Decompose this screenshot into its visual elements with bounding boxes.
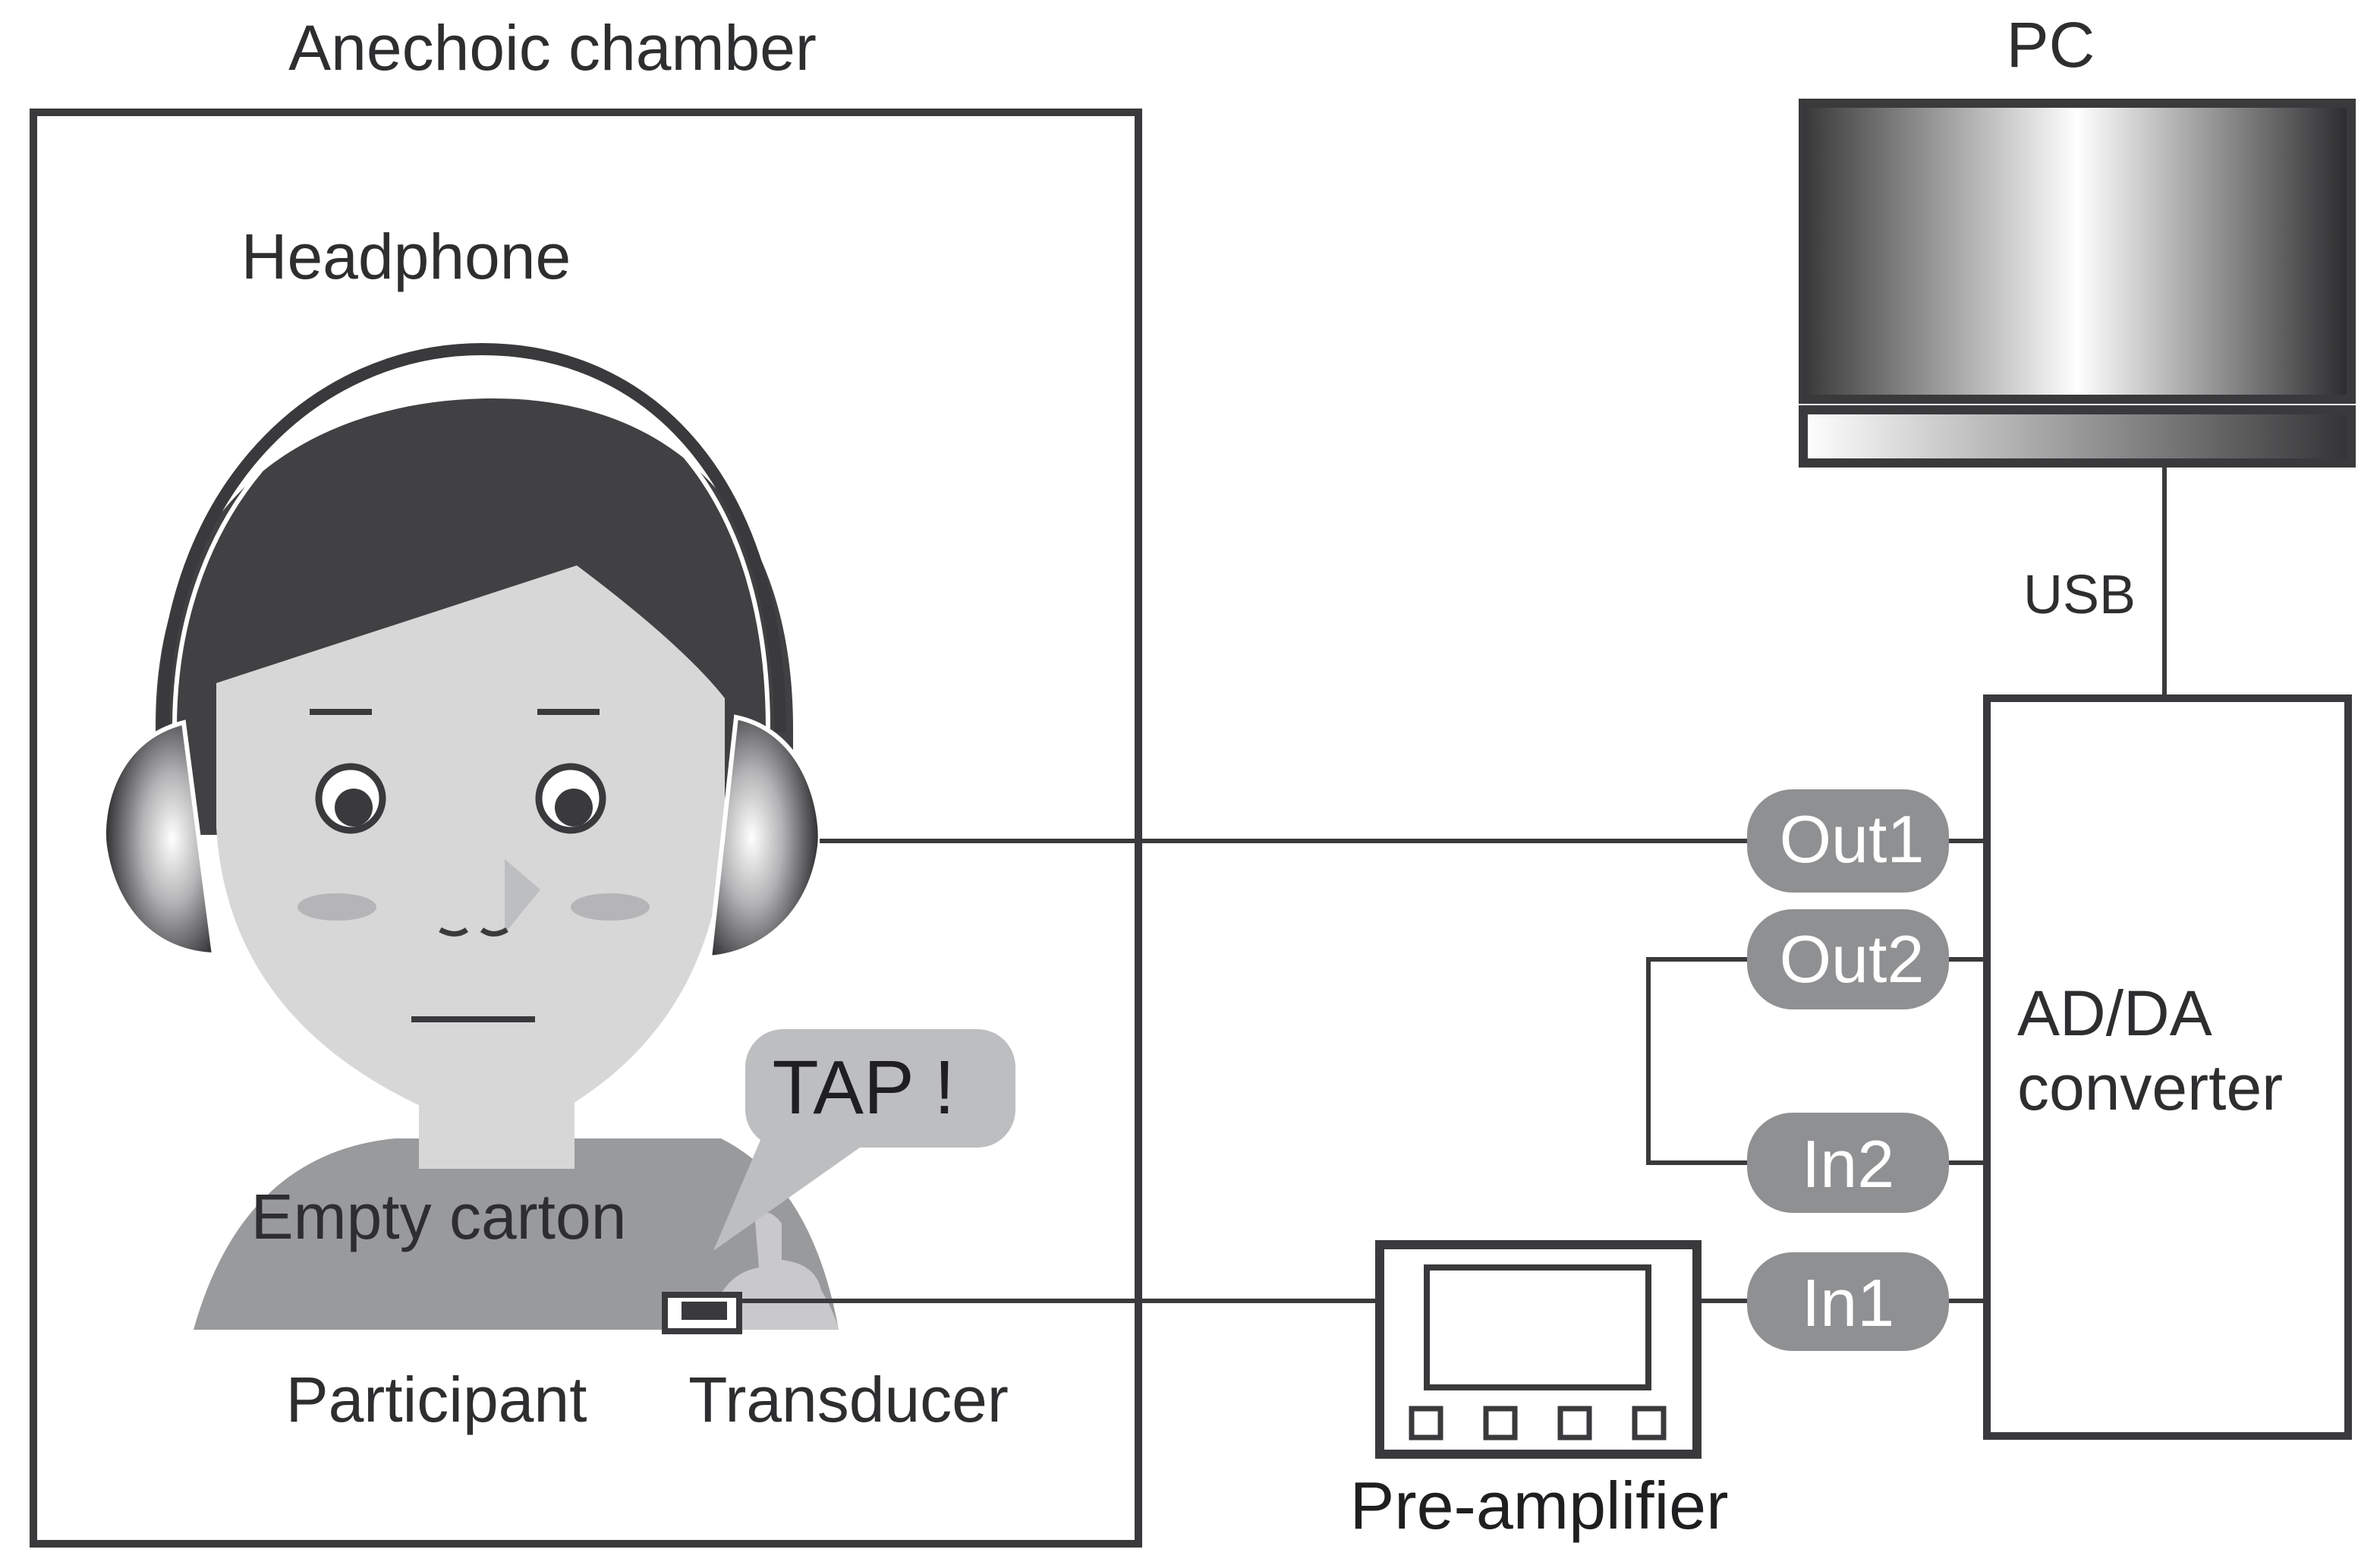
connection-lines: [739, 463, 2167, 1303]
port-in2-pill: [1747, 1113, 1949, 1213]
transducer-label: Transducer: [688, 1364, 1009, 1435]
port-out1: Out1: [1747, 789, 1949, 893]
out2-in2-loopback-wire: [1646, 957, 1747, 1165]
face: [216, 565, 725, 1123]
right-earcup: [707, 714, 823, 961]
left-earcup: [101, 720, 217, 958]
port-out1-pill: [1747, 789, 1949, 893]
preamp-knob-1: [1409, 1406, 1443, 1441]
participant-label: Participant: [286, 1364, 587, 1435]
preamp-knob-4: [1632, 1406, 1667, 1441]
headband: [157, 342, 786, 733]
headband-highlight: [172, 360, 770, 729]
speech-bubble: [745, 1029, 1015, 1148]
right-pupil: [555, 789, 593, 827]
usb-label: USB: [2023, 565, 2136, 625]
participant-figure: [156, 398, 839, 1330]
pre-amplifier: Pre-amplifier: [1350, 1240, 1729, 1543]
port-out2-pill: [1747, 909, 1949, 1009]
adda-converter: AD/DA converter: [1983, 694, 2352, 1440]
anechoic-chamber: Anechoic chamber: [30, 12, 1142, 1548]
tap-text: TAP !: [773, 1045, 955, 1130]
port-out2: Out2: [1747, 909, 1949, 1009]
ports: Out1 Out2 In2 In1: [1747, 789, 1949, 1351]
converter-label-line2: converter: [2017, 1052, 2283, 1123]
port-in1: In1: [1747, 1252, 1949, 1351]
preamp-label: Pre-amplifier: [1350, 1468, 1729, 1543]
port-out2-label: Out2: [1780, 921, 1925, 997]
pc: PC USB: [1799, 9, 2356, 625]
chamber-box: [30, 109, 1142, 1548]
preamp-display: [1424, 1264, 1651, 1390]
pc-screen: [1799, 99, 2356, 404]
headphone-label: Headphone: [241, 221, 571, 292]
port-in2-label: In2: [1802, 1126, 1894, 1201]
empty-carton-label: Empty carton: [251, 1181, 627, 1252]
converter-label-line1: AD/DA: [2017, 978, 2212, 1049]
transducer: Transducer: [662, 1292, 1009, 1435]
port-in1-label: In1: [1802, 1265, 1894, 1340]
carton-area: TAP ! Empty carton Participant: [251, 1029, 1015, 1435]
preamp-knob-3: [1557, 1406, 1592, 1441]
nose: [505, 859, 540, 934]
port-out1-label: Out1: [1780, 801, 1925, 877]
converter-box: [1983, 694, 2352, 1440]
left-cheek: [298, 893, 376, 921]
headphone: Headphone: [101, 221, 823, 961]
transducer-core: [682, 1302, 727, 1320]
port-in1-pill: [1747, 1252, 1949, 1351]
pc-base: [1799, 405, 2356, 468]
nostrils: [439, 927, 508, 937]
shirt: [194, 1138, 839, 1330]
left-pupil: [335, 789, 373, 827]
port-in2: In2: [1747, 1113, 1949, 1213]
speech-bubble-tail: [713, 1129, 873, 1251]
preamp-knob-2: [1483, 1406, 1518, 1441]
right-cheek: [571, 893, 650, 921]
chamber-label: Anechoic chamber: [288, 12, 817, 83]
pc-label: PC: [2007, 9, 2095, 80]
